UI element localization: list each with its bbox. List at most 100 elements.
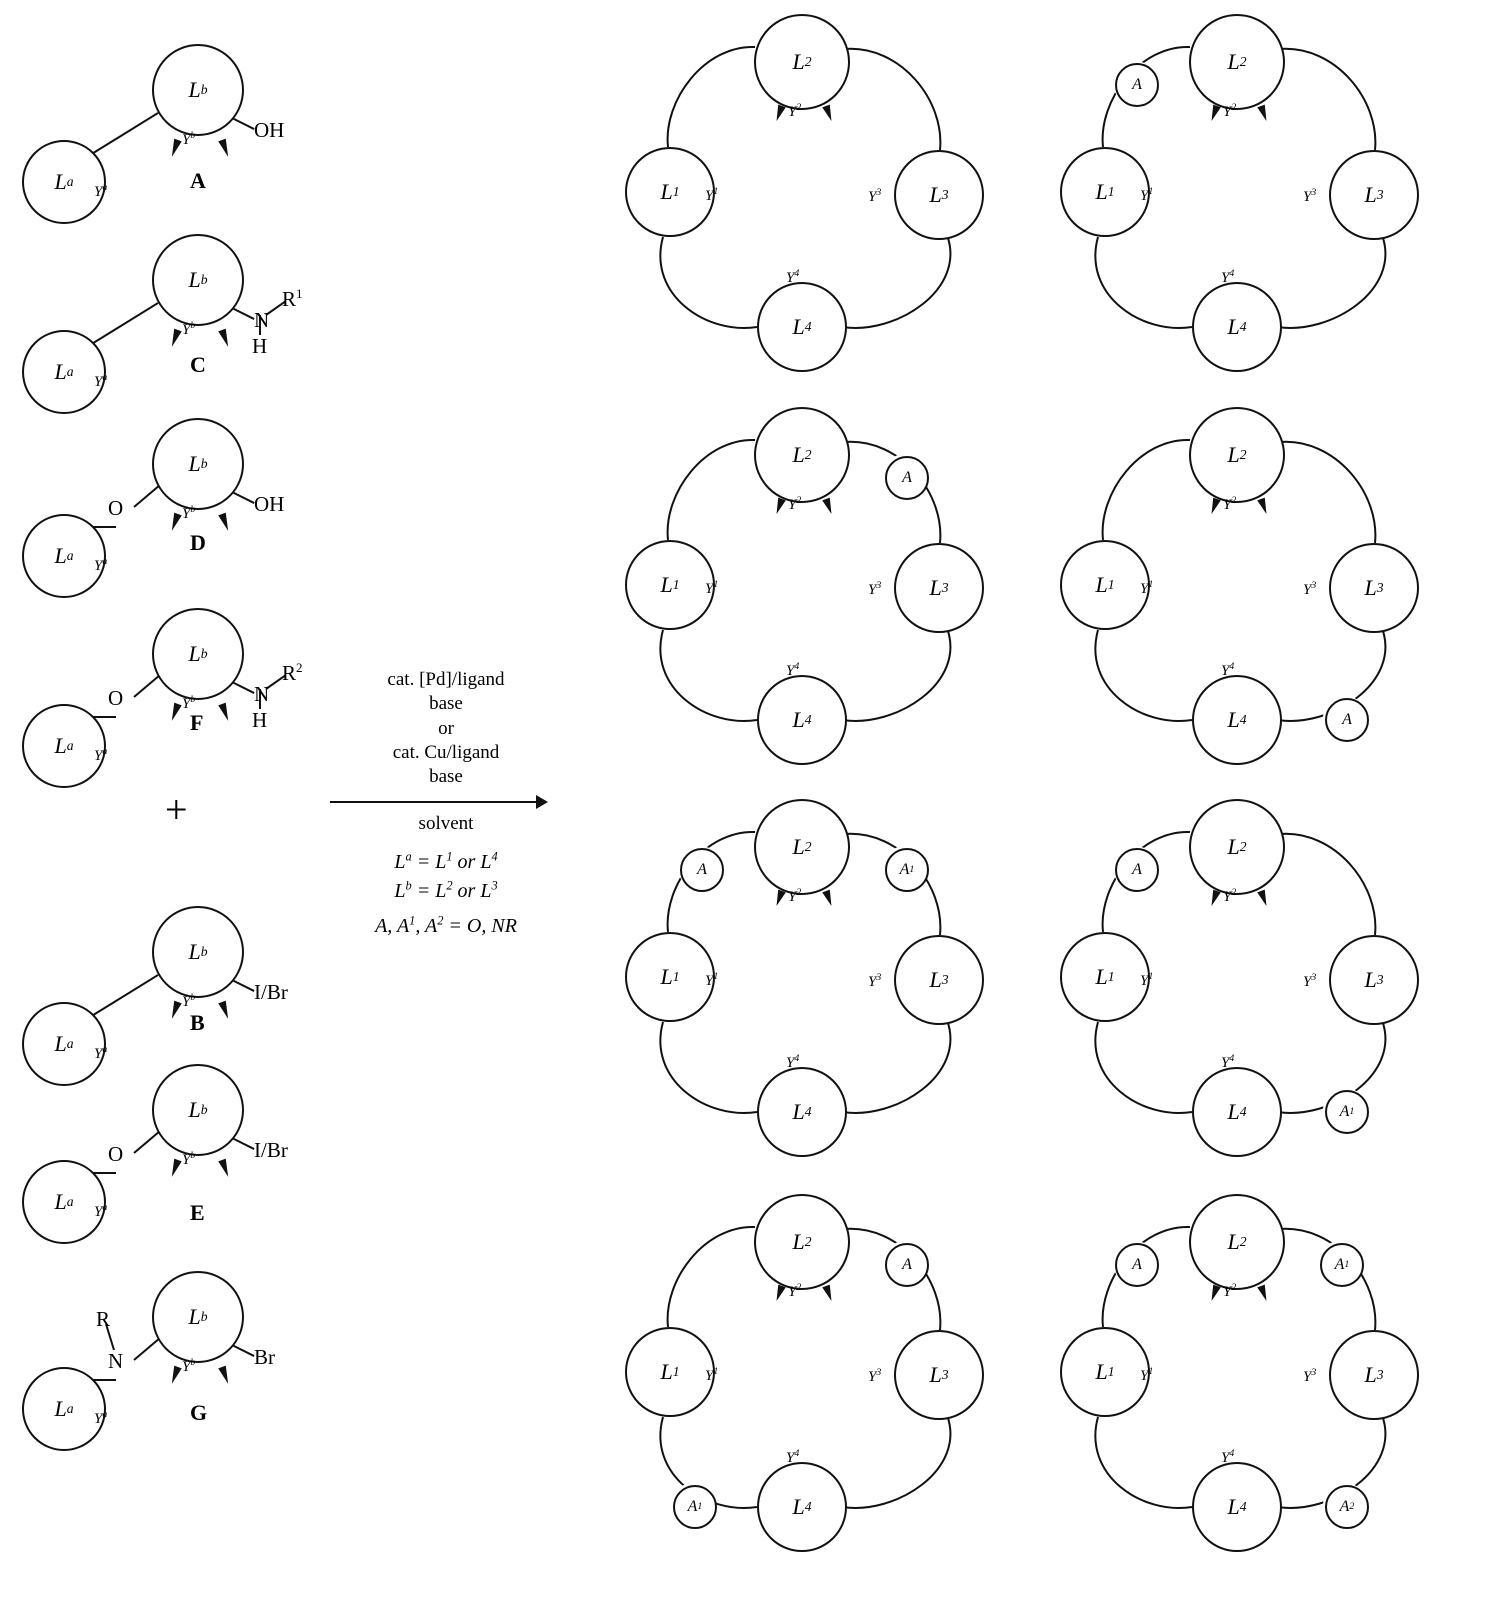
product-P5-y-right: Y3 (868, 972, 882, 990)
reactant-E-letter: E (190, 1200, 205, 1225)
reactant-E-terminal-group: I/Br (254, 1138, 288, 1162)
product-P6-y-right: Y3 (1303, 972, 1317, 990)
conditions-below-arrow: solvent (330, 812, 562, 837)
product-P4-arc-lower-left (1094, 629, 1193, 722)
product-P5-y-left: Y1 (705, 971, 719, 989)
product-P3-bridge-upper-right: A (885, 456, 929, 500)
reactant-A-y-label-a: Ya (94, 182, 108, 200)
reactant-F-y-label-a: Ya (94, 746, 108, 764)
product-P7-y-right: Y3 (868, 1367, 882, 1385)
definition-lb: Lb = L2 or L3 (330, 877, 562, 906)
reactant-G-wedge-b2 (218, 1365, 232, 1386)
reactant-C-terminal-r: R1 (282, 286, 303, 311)
product-P6-arc-lower-right (1277, 1019, 1387, 1114)
product-P7-y-bottom: Y4 (786, 1448, 800, 1466)
product-P8-bridge-upper-left: A (1115, 1243, 1159, 1287)
product-P8-arc-lower-left (1094, 1416, 1193, 1509)
def-la-eq: = (416, 851, 431, 874)
reactant-G-wedge-b1 (168, 1365, 182, 1386)
def-a-t2: A (396, 915, 410, 938)
conditions-above-arrow: cat. [Pd]/ligand base or cat. Cu/ligand … (330, 668, 562, 790)
condition-line-4: cat. Cu/ligand (392, 741, 500, 763)
arrow-line (330, 800, 538, 803)
product-P4-y-bottom: Y4 (1221, 661, 1235, 679)
product-P3-y-right: Y3 (868, 580, 882, 598)
def-la-opt1: L (435, 851, 447, 874)
product-P3-arc-lower-right (842, 627, 952, 722)
def-a-values: O, NR (466, 915, 517, 938)
plus-sign: + (165, 787, 188, 832)
product-P2-y-bottom: Y4 (1221, 268, 1235, 286)
def-la-lhs: L (394, 851, 406, 874)
def-lb-eq: = (416, 880, 431, 903)
def-a-eq: = (448, 915, 462, 938)
product-P2-y-top: Y2 (1223, 102, 1237, 120)
product-P5-y-top: Y2 (788, 887, 802, 905)
product-P4-y-left: Y1 (1140, 579, 1154, 597)
product-P2-arc-upper-right (1279, 47, 1377, 151)
reactant-C-terminal-h: H (252, 334, 268, 358)
product-P6-arc-upper-right (1279, 832, 1377, 936)
def-a-t3-sup: 2 (437, 913, 444, 928)
product-P1-arc-upper-right (844, 47, 942, 151)
reactant-A-terminal-group: OH (254, 118, 285, 142)
reaction-conditions: cat. [Pd]/ligand base or cat. Cu/ligand … (330, 668, 562, 941)
def-lb-lhs-sup: b (405, 878, 412, 893)
reactant-G-y-label-b: Yb (182, 1357, 196, 1375)
product-P1-y-right: Y3 (868, 187, 882, 205)
product-P3-y-bottom: Y4 (786, 661, 800, 679)
product-P2-y-left: Y1 (1140, 186, 1154, 204)
product-P2-y-right: Y3 (1303, 187, 1317, 205)
product-P6-y-bottom: Y4 (1221, 1053, 1235, 1071)
condition-line-2: base (429, 693, 463, 715)
product-P6-y-top: Y2 (1223, 887, 1237, 905)
reactant-D-linker-atom: O (108, 496, 124, 520)
definition-a: A, A1, A2 = O, NR (375, 913, 517, 938)
product-P1-y-left: Y1 (705, 186, 719, 204)
product-P4-bridge-lower-right: A (1325, 698, 1369, 742)
product-P7-bridge-upper-right: A (885, 1243, 929, 1287)
condition-line-5: base (429, 766, 463, 788)
product-P1-backbone (659, 45, 952, 329)
reactant-G-linker-atom: N (108, 1349, 124, 1373)
definition-la: La = L1 or L4 (330, 848, 562, 877)
reactant-G-letter: G (190, 1400, 208, 1425)
reactant-C-y-label-a: Ya (94, 372, 108, 390)
product-P8-y-top: Y2 (1223, 1282, 1237, 1300)
reactant-B-letter: B (190, 1010, 205, 1035)
product-P8-arc-lower-right (1277, 1414, 1387, 1509)
condition-line-1: cat. [Pd]/ligand (387, 669, 505, 690)
def-la-lhs-sup: a (405, 849, 412, 864)
variable-definitions: La = L1 or L4 Lb = L2 or L3 A, A1, A2 = … (330, 848, 562, 941)
def-la-or: or (457, 851, 476, 874)
reaction-arrow (330, 794, 562, 810)
